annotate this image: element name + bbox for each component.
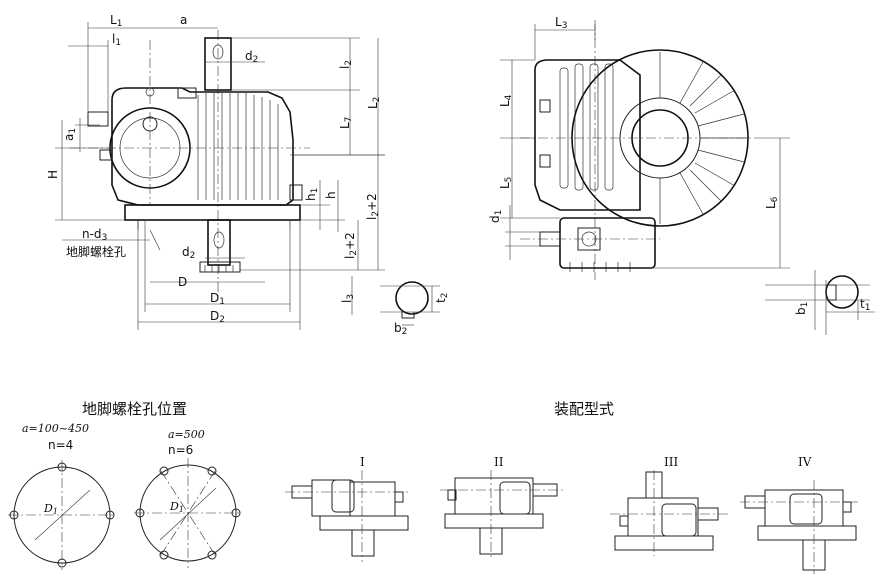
worm-box: [559, 217, 656, 269]
left-D1-label: D1: [43, 502, 58, 516]
label-b2: b2: [394, 321, 407, 337]
label-L2: L2: [366, 97, 382, 109]
assembly-type-3: III: [610, 455, 728, 556]
right-range-label: a=500: [168, 428, 205, 441]
left-n-label: n=4: [48, 438, 73, 452]
label-L7: L7: [338, 117, 354, 129]
label-l1: l1: [112, 32, 121, 48]
label-D1: D1: [210, 291, 225, 307]
label-L3: L3: [555, 15, 567, 31]
label-L5: L5: [498, 177, 514, 189]
label-L1: L1: [110, 13, 122, 29]
assembly-type-4: IV: [740, 455, 860, 574]
output-shaft-top: [204, 37, 232, 91]
assembly-type-1-label: I: [360, 455, 365, 469]
bolt-positions: 地脚螺栓孔位置 a=100~450 n=4 a=500 n=6 D1: [8, 400, 242, 570]
label-bolt-hole: 地脚螺栓孔: [66, 244, 126, 259]
assembly-type-2: II: [440, 455, 565, 560]
label-t2: t2: [434, 293, 450, 303]
label-D2: D2: [210, 309, 225, 325]
bolt-positions-title: 地脚螺栓孔位置: [82, 400, 187, 418]
label-l3: l3: [340, 294, 356, 303]
assembly-title: 装配型式: [554, 400, 614, 418]
label-h1: h1: [304, 188, 320, 201]
assembly-type-4-label: IV: [798, 455, 812, 469]
label-l2: l2: [338, 60, 354, 69]
label-h: h: [324, 191, 338, 199]
side-housing: [534, 59, 641, 211]
assembly-type-3-label: III: [664, 455, 678, 469]
housing-outline: [111, 87, 294, 206]
label-l2plus2-left: l2+2: [343, 232, 359, 259]
base-plate: [124, 204, 301, 221]
label-d2-top: d2: [245, 49, 258, 65]
right-D1-label: D1: [169, 500, 184, 514]
front-view: [55, 22, 440, 330]
left-range-label: a=100~450: [22, 422, 89, 435]
side-view: [500, 20, 875, 335]
label-d1: d1: [488, 210, 504, 223]
assembly-type-2-label: II: [494, 455, 504, 469]
label-t1: t1: [860, 297, 870, 313]
label-L4: L4: [498, 94, 514, 107]
right-n-label: n=6: [168, 443, 193, 457]
label-a: a: [180, 13, 187, 27]
assembly-types: 装配型式 I II III: [285, 400, 860, 574]
label-L6: L6: [764, 196, 780, 209]
bolt-circle-n6: D1: [134, 458, 242, 568]
keyway-section-side: [765, 270, 875, 335]
label-H: H: [46, 170, 60, 179]
label-a1: a1: [62, 128, 78, 141]
label-n-d3: n-d3: [82, 227, 107, 243]
label-b1: b1: [794, 302, 810, 315]
label-D: D: [178, 275, 187, 289]
bolt-circle-n4: D1: [8, 460, 116, 570]
keyway-section-front: [380, 281, 440, 326]
assembly-type-1: I: [285, 455, 410, 562]
label-l2plus2-right: l2+2: [365, 193, 381, 220]
label-d2-bottom: d2: [182, 245, 195, 261]
